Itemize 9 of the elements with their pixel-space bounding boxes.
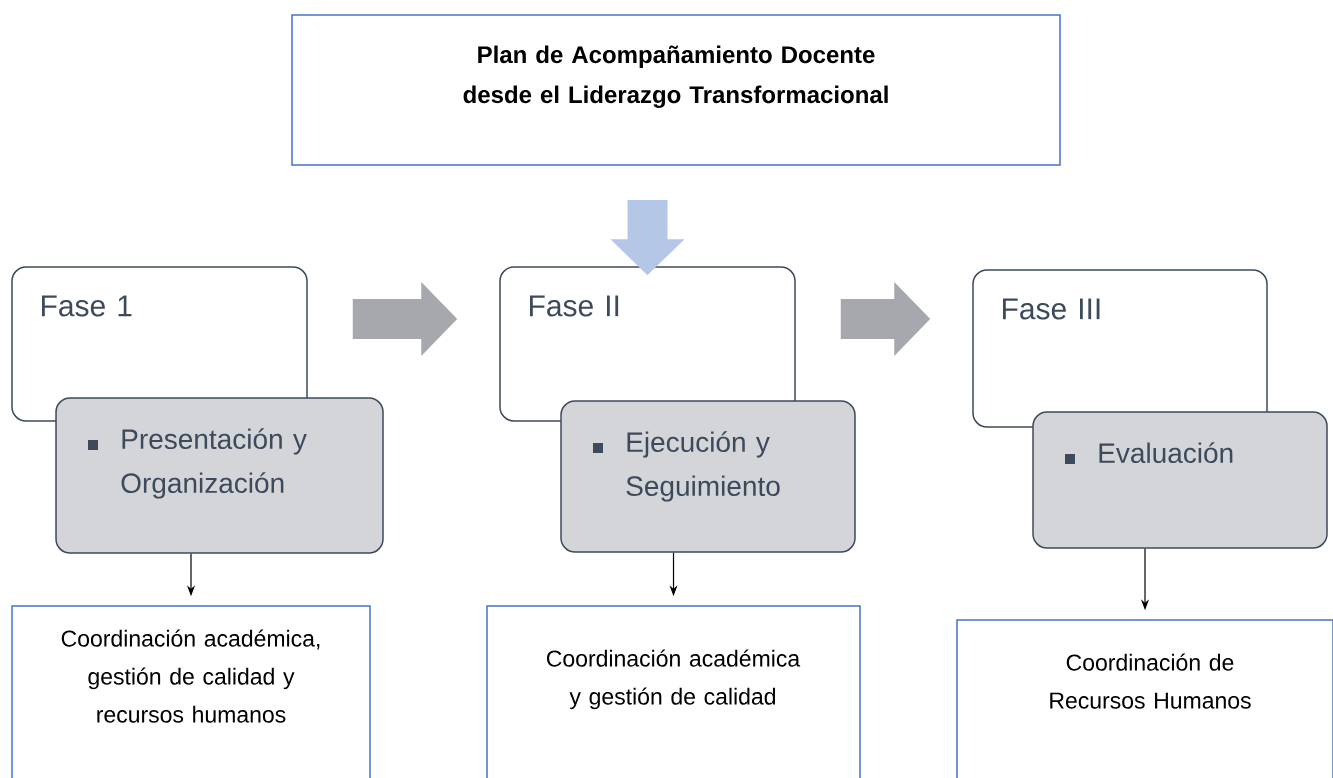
step-box: Presentación y Organización	[55, 397, 384, 554]
responsible-box: Coordinación académica, gestión de calidad y recursos humanos	[11, 605, 371, 778]
responsible-box: Coordinación académica y gestión de calidad	[486, 605, 861, 778]
title-box: Plan de Acompañamiento Docente desde el Liderazgo Transformacional	[291, 14, 1061, 166]
step-box: Evaluación	[1032, 411, 1328, 549]
step-box: Ejecución y Seguimiento	[560, 400, 856, 553]
phase-box: Fase III	[972, 269, 1268, 428]
phase-box: Fase II	[499, 266, 796, 422]
responsible-box: Coordinación de Recursos Humanos	[956, 619, 1333, 778]
